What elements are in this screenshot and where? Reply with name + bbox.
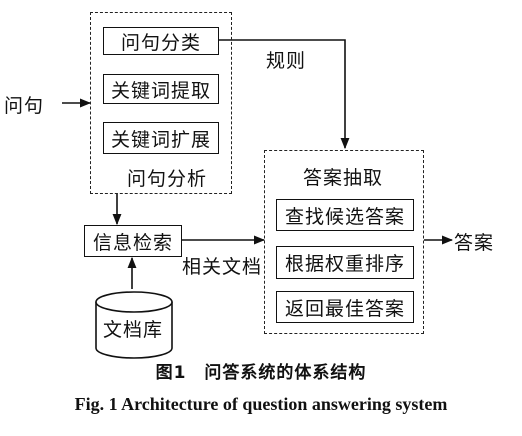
keyword-expansion-box: 关键词扩展	[103, 122, 219, 154]
information-retrieval-box: 信息检索	[84, 225, 182, 257]
related-documents-label: 相关文档	[182, 256, 263, 278]
question-classification-box: 问句分类	[103, 27, 219, 55]
question-input-label: 问句	[4, 95, 45, 117]
rules-arrow	[219, 39, 350, 150]
question-analysis-group	[90, 12, 232, 194]
corpus-cylinder-icon	[95, 291, 173, 359]
answer-extraction-group	[264, 150, 424, 334]
keyword-extraction-box: 关键词提取	[103, 74, 219, 104]
answer-output-label: 答案	[454, 232, 495, 254]
rules-label: 规则	[266, 50, 307, 72]
find-candidates-box: 查找候选答案	[276, 199, 414, 231]
figure-caption-chinese: 图1 问答系统的体系结构	[155, 363, 367, 383]
answer-extraction-label: 答案抽取	[303, 167, 384, 189]
figure-caption-english: Fig. 1 Architecture of question answerin…	[74, 394, 448, 414]
return-best-answer-box: 返回最佳答案	[276, 291, 414, 323]
question-analysis-label: 问句分析	[127, 168, 208, 190]
rank-by-weight-box: 根据权重排序	[276, 246, 414, 279]
document-corpus-label: 文档库	[103, 319, 164, 341]
